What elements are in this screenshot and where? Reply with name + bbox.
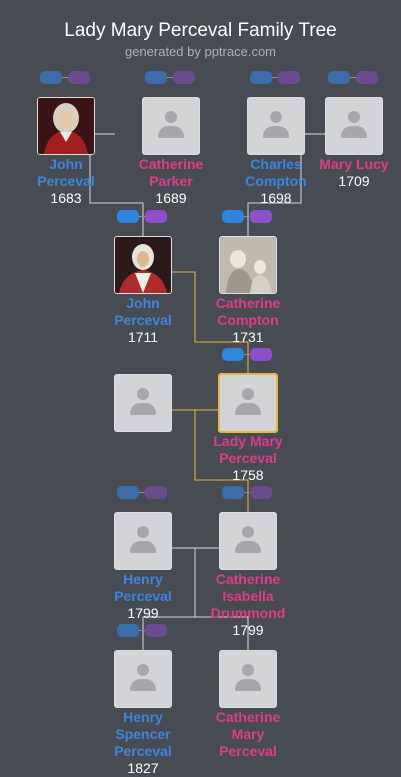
person-name: John Perceval 1683 bbox=[16, 156, 116, 207]
person-name: Mary Lucy 1709 bbox=[304, 156, 401, 190]
portrait-icon[interactable] bbox=[114, 236, 172, 294]
page-subtitle: generated by pptrace.com bbox=[124, 44, 277, 59]
expand-buttons[interactable] bbox=[40, 71, 96, 85]
person-name: Charles Compton 1698 bbox=[226, 156, 326, 207]
birth-year: 1799 bbox=[232, 622, 264, 638]
person-name: John Perceval 1711 bbox=[93, 295, 193, 346]
avatar-placeholder-icon[interactable] bbox=[114, 650, 172, 708]
parent-line bbox=[195, 616, 249, 650]
avatar-placeholder-icon[interactable] bbox=[218, 373, 278, 433]
birth-year: 1799 bbox=[127, 605, 159, 621]
parent-line bbox=[142, 548, 196, 650]
mother-expand-button[interactable] bbox=[250, 210, 272, 223]
portrait-icon[interactable] bbox=[219, 236, 277, 294]
birth-year: 1731 bbox=[232, 329, 264, 345]
father-expand-button[interactable] bbox=[222, 348, 244, 361]
mother-expand-button[interactable] bbox=[250, 486, 272, 499]
father-expand-button[interactable] bbox=[328, 71, 350, 84]
avatar-placeholder-icon[interactable] bbox=[325, 97, 383, 155]
ancestry-line bbox=[170, 271, 249, 376]
mother-expand-button[interactable] bbox=[145, 624, 167, 637]
person-name: Catherine Mary Perceval bbox=[215, 709, 281, 759]
avatar-placeholder-icon[interactable] bbox=[114, 374, 172, 432]
father-expand-button[interactable] bbox=[117, 486, 139, 499]
person-name: Henry Spencer Perceval 1827 bbox=[93, 709, 193, 777]
birth-year: 1689 bbox=[155, 190, 187, 206]
expand-buttons[interactable] bbox=[328, 71, 384, 85]
expand-buttons[interactable] bbox=[117, 486, 173, 500]
mother-expand-button[interactable] bbox=[145, 486, 167, 499]
avatar-placeholder-icon[interactable] bbox=[142, 97, 200, 155]
mother-expand-button[interactable] bbox=[278, 71, 300, 84]
expand-buttons[interactable] bbox=[250, 71, 306, 85]
birth-year: 1758 bbox=[232, 467, 264, 483]
father-expand-button[interactable] bbox=[145, 71, 167, 84]
portrait-icon[interactable] bbox=[37, 97, 95, 155]
expand-buttons[interactable] bbox=[222, 210, 278, 224]
avatar-placeholder-icon[interactable] bbox=[114, 512, 172, 570]
father-expand-button[interactable] bbox=[222, 486, 244, 499]
avatar-placeholder-icon[interactable] bbox=[219, 512, 277, 570]
expand-buttons[interactable] bbox=[117, 210, 173, 224]
page-title: Lady Mary Perceval Family Tree bbox=[64, 20, 337, 41]
person-name: Catherine Compton 1731 bbox=[198, 295, 298, 346]
person-name: Lady Mary Perceval 1758 bbox=[198, 433, 298, 484]
mother-expand-button[interactable] bbox=[250, 348, 272, 361]
expand-buttons[interactable] bbox=[222, 486, 278, 500]
person-name: Henry Perceval 1799 bbox=[93, 571, 193, 622]
mother-expand-button[interactable] bbox=[173, 71, 195, 84]
expand-buttons[interactable] bbox=[222, 348, 278, 362]
ancestry-line bbox=[194, 410, 249, 512]
person-name: Catherine Isabella Drummond 1799 bbox=[198, 571, 298, 639]
father-expand-button[interactable] bbox=[117, 624, 139, 637]
avatar-placeholder-icon[interactable] bbox=[247, 97, 305, 155]
expand-buttons[interactable] bbox=[145, 71, 201, 85]
mother-expand-button[interactable] bbox=[145, 210, 167, 223]
person-name: Catherine Parker 1689 bbox=[121, 156, 221, 207]
birth-year: 1698 bbox=[260, 190, 292, 206]
birth-year: 1711 bbox=[127, 329, 159, 345]
father-expand-button[interactable] bbox=[222, 210, 244, 223]
expand-buttons[interactable] bbox=[117, 624, 173, 638]
mother-expand-button[interactable] bbox=[68, 71, 90, 84]
avatar-placeholder-icon[interactable] bbox=[219, 650, 277, 708]
father-expand-button[interactable] bbox=[40, 71, 62, 84]
birth-year: 1683 bbox=[50, 190, 82, 206]
father-expand-button[interactable] bbox=[117, 210, 139, 223]
father-expand-button[interactable] bbox=[250, 71, 272, 84]
birth-year: 1709 bbox=[338, 173, 370, 189]
mother-expand-button[interactable] bbox=[356, 71, 378, 84]
birth-year: 1827 bbox=[127, 760, 159, 776]
